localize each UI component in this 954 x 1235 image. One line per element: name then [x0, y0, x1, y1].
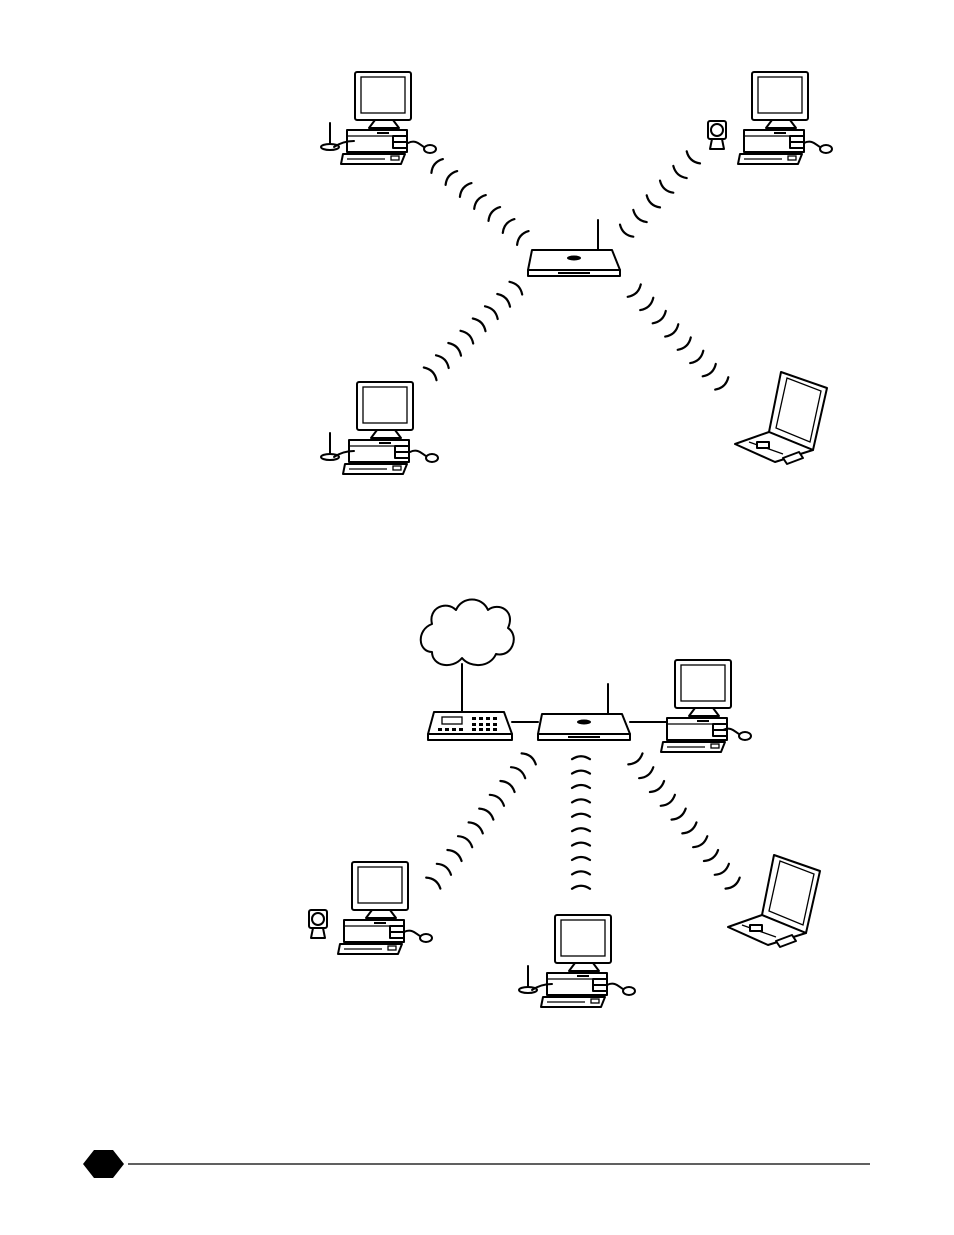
desktop-computer-icon — [343, 382, 413, 474]
signal-arc — [665, 324, 678, 336]
signal-arc — [572, 828, 590, 831]
wireless-signal-waves — [620, 151, 700, 236]
signal-arc — [704, 850, 718, 861]
signal-arc — [426, 878, 440, 889]
signal-arc — [620, 225, 633, 237]
internet-cloud-icon — [421, 600, 514, 666]
signal-arc — [490, 795, 504, 806]
laptop-icon — [735, 372, 827, 464]
signal-arc — [447, 850, 461, 861]
signal-arc — [726, 878, 740, 889]
wireless-signal-waves — [426, 753, 536, 888]
signal-arc — [639, 767, 653, 778]
signal-arc — [703, 364, 716, 376]
laptop-icon — [728, 855, 820, 947]
signal-arc — [489, 207, 501, 221]
signal-arc — [647, 195, 660, 207]
signal-arc — [628, 753, 642, 764]
signal-arc — [479, 809, 493, 820]
signal-arc — [461, 331, 474, 344]
wireless-signal-waves — [628, 753, 739, 888]
signal-arc — [572, 799, 590, 802]
webcam-icon — [708, 121, 726, 149]
signal-arc — [522, 753, 536, 764]
signal-arc — [687, 151, 700, 163]
signal-arc — [661, 795, 675, 806]
signal-arc — [446, 171, 458, 185]
signal-arc — [693, 836, 707, 847]
modem-icon — [428, 712, 512, 740]
signal-arc — [572, 871, 590, 874]
signal-arc — [650, 781, 664, 792]
signal-arc — [673, 166, 686, 178]
signal-arc — [678, 337, 691, 349]
signal-arc — [572, 771, 590, 774]
mouse-icon — [410, 451, 438, 462]
signal-arc — [633, 210, 646, 222]
signal-arc — [653, 311, 666, 323]
wireless-signal-waves — [424, 282, 522, 380]
signal-arc — [628, 284, 641, 296]
signal-arc — [640, 298, 653, 310]
signal-arc — [473, 319, 486, 332]
page-marker-icon — [83, 1150, 124, 1178]
signal-arc — [517, 231, 529, 245]
mouse-icon — [804, 142, 832, 153]
signal-arc — [672, 809, 686, 820]
top-network — [321, 72, 832, 474]
signal-arc — [715, 377, 728, 389]
signal-arc — [572, 843, 590, 846]
signal-arc — [572, 886, 590, 889]
signal-arc — [682, 822, 696, 833]
signal-arc — [690, 351, 703, 363]
signal-arc — [511, 767, 525, 778]
wireless-signal-waves — [572, 756, 590, 889]
signal-arc — [437, 864, 451, 875]
wireless-router-icon — [528, 220, 620, 276]
signal-arc — [460, 183, 472, 197]
signal-arc — [485, 306, 498, 319]
signal-arc — [448, 343, 461, 356]
desktop-computer-icon — [661, 660, 731, 752]
signal-arc — [660, 181, 673, 193]
signal-arc — [469, 822, 483, 833]
desktop-computer-icon — [738, 72, 808, 164]
signal-arc — [497, 294, 510, 307]
signal-arc — [431, 159, 443, 173]
wireless-signal-waves — [431, 159, 528, 245]
signal-arc — [424, 368, 437, 381]
signal-arc — [510, 282, 523, 295]
signal-arc — [503, 219, 515, 233]
signal-arc — [715, 864, 729, 875]
wireless-router-icon — [538, 684, 630, 740]
signal-arc — [572, 756, 590, 759]
signal-arc — [458, 836, 472, 847]
mouse-icon — [607, 984, 635, 995]
wireless-signal-waves — [628, 284, 729, 389]
bottom-network — [309, 600, 820, 1008]
webcam-icon — [309, 910, 327, 938]
mouse-icon — [404, 931, 432, 942]
desktop-computer-icon — [338, 862, 408, 954]
signal-arc — [572, 785, 590, 788]
desktop-computer-icon — [541, 915, 611, 1007]
signal-arc — [572, 814, 590, 817]
signal-arc — [436, 355, 449, 368]
signal-arc — [572, 857, 590, 860]
signal-arc — [474, 195, 486, 209]
signal-arc — [500, 781, 514, 792]
mouse-icon — [408, 142, 436, 153]
desktop-computer-icon — [341, 72, 411, 164]
